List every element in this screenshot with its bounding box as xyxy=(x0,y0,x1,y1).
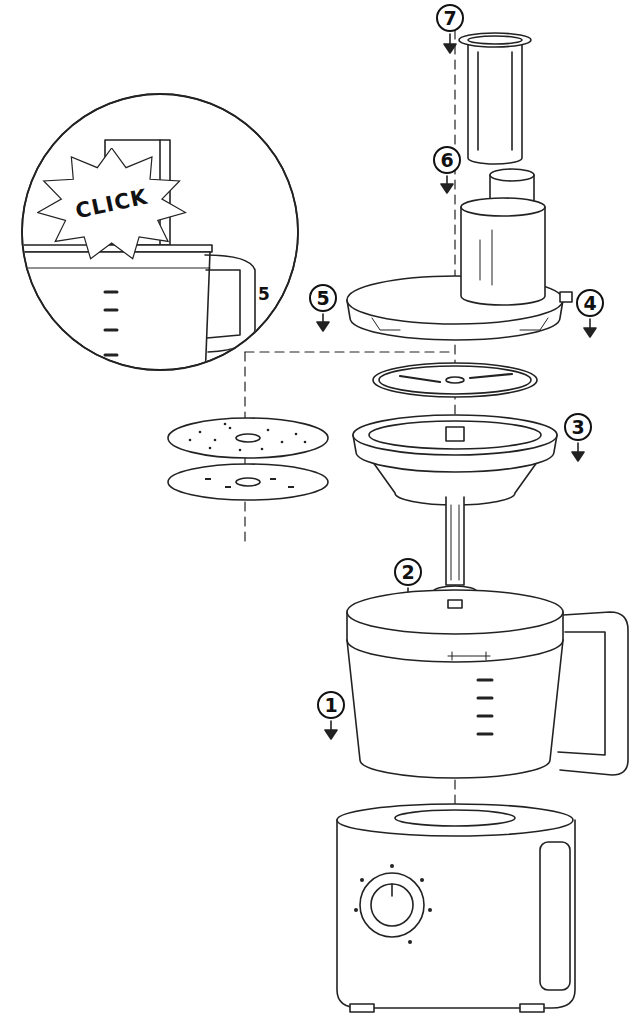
callout-number: 4 xyxy=(576,289,604,317)
callout-digit: 1 xyxy=(324,696,337,715)
burst-shape xyxy=(38,148,186,259)
callout-digit: 2 xyxy=(401,563,414,582)
callout-number: 7 xyxy=(436,4,464,32)
callout-number: 2 xyxy=(394,558,422,586)
callout-number: 3 xyxy=(564,413,592,441)
callout-digit: 4 xyxy=(583,294,596,313)
callout-number: 6 xyxy=(433,146,461,174)
callout-digit: 7 xyxy=(443,9,456,28)
callout-digit: 6 xyxy=(440,151,453,170)
callout-digit: 5 xyxy=(316,289,329,308)
inset-callout: 5 xyxy=(258,286,270,303)
callout-digit: 3 xyxy=(571,418,584,437)
callout-number: 1 xyxy=(317,691,345,719)
click-burst: CLICK xyxy=(37,148,186,261)
callout-number: 5 xyxy=(309,284,337,312)
